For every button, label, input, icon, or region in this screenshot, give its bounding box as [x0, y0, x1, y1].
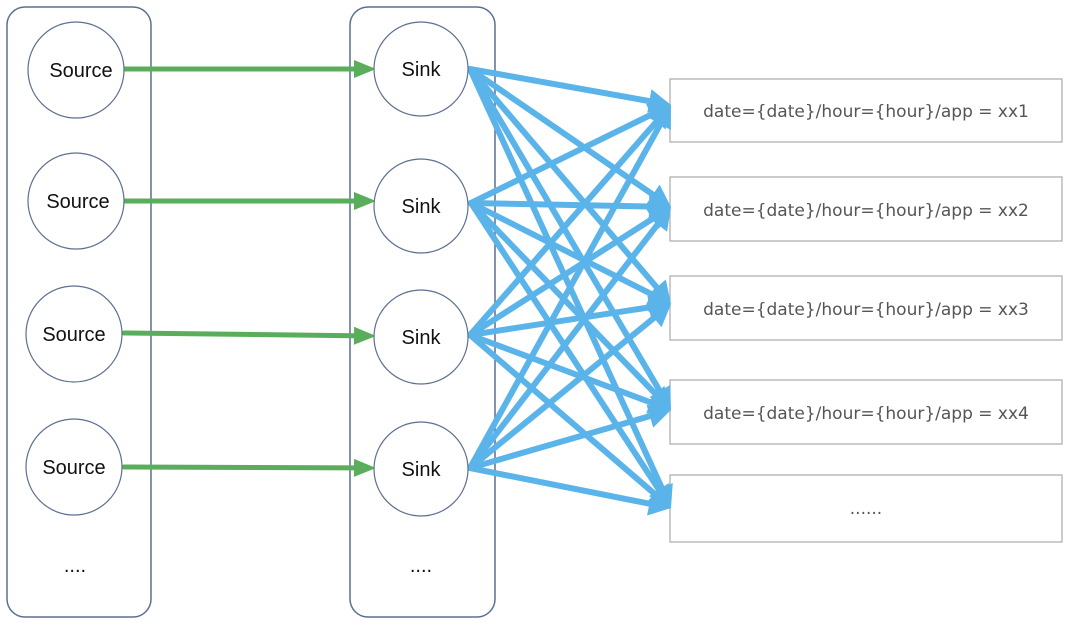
sink-to-partition-arrow-line [467, 66, 656, 198]
sink-circle [373, 421, 469, 517]
source-node: Source [27, 21, 125, 119]
sink-to-partition-arrow-line [467, 413, 653, 471]
sink-to-partition-arrow-line [467, 121, 664, 471]
sink-label: Sink [402, 459, 442, 481]
sink-column-container [349, 6, 496, 618]
sink-to-partition-arrow-line [467, 465, 653, 507]
partition-rect [669, 474, 1063, 543]
partition-label: ...... [850, 499, 882, 519]
sink-to-partition-arrow-head [649, 105, 671, 131]
source-node: Source [25, 418, 123, 516]
sink-to-partition-arrow-line [468, 200, 655, 298]
source-circle [25, 418, 123, 516]
source-circle [27, 21, 125, 119]
sink-label: Sink [402, 59, 442, 81]
sink-node: Sink [373, 421, 469, 517]
source-label: Source [49, 60, 112, 82]
sink-to-partition-arrows [467, 66, 673, 516]
sink-to-partition-arrow-head [647, 491, 671, 516]
source-to-sink-arrow-head [353, 458, 376, 477]
source-circle [27, 152, 125, 250]
source-to-sink-arrow-head [353, 326, 376, 345]
sink-to-partition-arrow-head [646, 404, 671, 428]
source-node: Source [25, 285, 123, 383]
partition-rect [669, 275, 1063, 341]
source-to-sink-arrow-line [121, 464, 357, 471]
partition-box: date={date}/hour={hour}/app = xx4 [669, 379, 1063, 445]
partition-rect [669, 379, 1063, 445]
sink-circle [373, 289, 469, 385]
sink-to-partition-arrow-line [468, 200, 653, 210]
source-circle [25, 285, 123, 383]
sink-to-partition-arrow-line [467, 66, 653, 105]
sink-to-partition-arrow-line [467, 66, 665, 491]
sink-to-partition-arrow-head [646, 304, 671, 328]
source-column-container [6, 6, 152, 618]
partition-label: date={date}/hour={hour}/app = xx2 [703, 201, 1029, 221]
sink-circle [373, 158, 469, 254]
source-label: Source [42, 324, 105, 346]
sink-label: Sink [402, 327, 442, 349]
partition-rect [669, 78, 1063, 143]
source-to-sink-arrows [121, 60, 376, 477]
source-to-sink-arrow-head [354, 60, 376, 78]
sink-to-partition-arrow-line [467, 118, 660, 338]
source-label: Source [46, 191, 109, 213]
partition-box: date={date}/hour={hour}/app = xx2 [669, 176, 1063, 242]
sink-to-partition-arrow-line [467, 332, 658, 497]
source-to-sink-arrow-head [354, 192, 376, 210]
source-more-ellipsis: .... [64, 555, 86, 577]
sink-to-partition-arrow-line [467, 66, 660, 291]
sink-to-partition-arrow-line [468, 111, 655, 206]
sink-to-partition-arrow-line [467, 314, 657, 471]
sink-node: Sink [373, 158, 469, 254]
sink-node: Sink [373, 21, 469, 117]
partition-label: date={date}/hour={hour}/app = xx4 [703, 404, 1029, 424]
partition-label: date={date}/hour={hour}/app = xx1 [703, 102, 1029, 122]
source-to-sink-arrow-line [121, 330, 357, 339]
partition-box: date={date}/hour={hour}/app = xx3 [669, 275, 1063, 341]
partition-label: date={date}/hour={hour}/app = xx3 [703, 300, 1029, 320]
source-label: Source [42, 457, 105, 479]
sink-to-partition-arrow-line [467, 332, 654, 406]
sink-circle [373, 21, 469, 117]
partition-box: date={date}/hour={hour}/app = xx1 [669, 78, 1063, 143]
sink-node: Sink [373, 289, 469, 385]
sink-to-partition-arrow-head [648, 207, 671, 232]
sink-to-partition-arrow-line [467, 221, 661, 471]
source-node: Source [27, 152, 125, 250]
sink-to-partition-arrow-line [467, 304, 653, 338]
sink-label: Sink [402, 196, 442, 218]
sink-to-partition-arrow-line [467, 215, 656, 338]
partition-box: ...... [669, 474, 1063, 543]
sink-more-ellipsis: .... [410, 555, 432, 577]
